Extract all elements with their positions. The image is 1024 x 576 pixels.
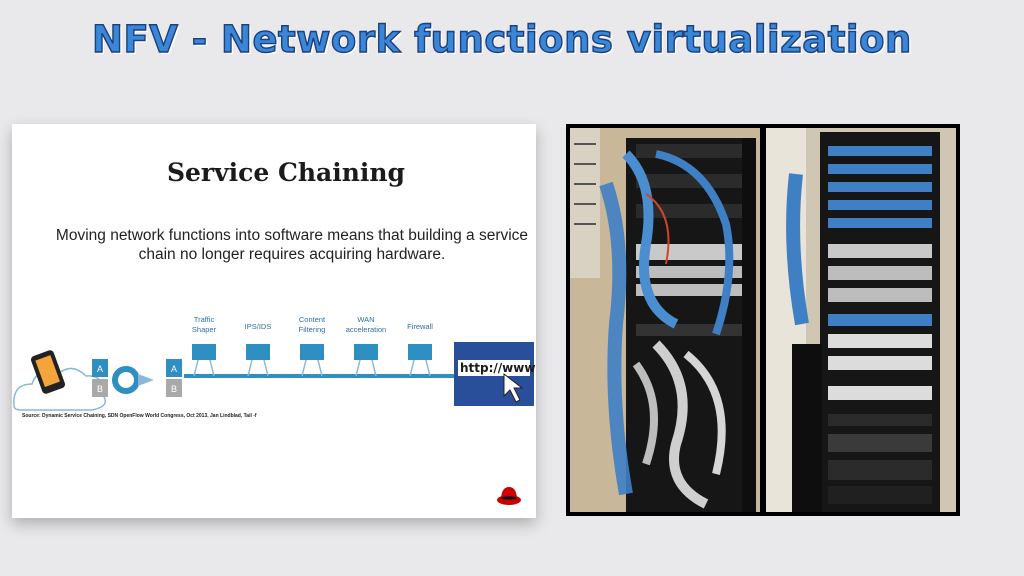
redhat-logo-icon bbox=[497, 487, 521, 505]
function-label-1a: Traffic bbox=[194, 315, 215, 324]
slide-heading: Service Chaining bbox=[166, 158, 406, 187]
box-a-2 bbox=[166, 359, 182, 377]
service-chain-diagram: A B A B Traffic Shaper IPS/IDS Content bbox=[13, 315, 535, 411]
box-a-label-1: A bbox=[97, 364, 103, 374]
slide-source-note: Source: Dynamic Service Chaining, SDN Op… bbox=[22, 413, 257, 419]
slide-title: NFV - Network functions virtualization bbox=[91, 17, 912, 61]
box-b-1 bbox=[92, 379, 108, 397]
function-label-3b: Filtering bbox=[299, 325, 326, 334]
function-label-4b: acceleration bbox=[346, 325, 386, 334]
rack-comparison-image bbox=[570, 124, 956, 516]
function-label-5a: Firewall bbox=[407, 322, 433, 331]
clean-rack-photo bbox=[766, 128, 956, 512]
box-b-label-2: B bbox=[171, 384, 177, 394]
function-label-3a: Content bbox=[299, 315, 326, 324]
box-b-label-1: B bbox=[97, 384, 103, 394]
service-chaining-slide-image: Service Chaining Moving network function… bbox=[12, 124, 536, 518]
circular-arrow-icon bbox=[112, 366, 154, 394]
phone-icon bbox=[31, 350, 65, 394]
cloud-shape bbox=[13, 367, 107, 411]
function-ips-ids: IPS/IDS bbox=[245, 322, 272, 377]
url-text: http://www bbox=[460, 361, 535, 375]
messy-rack-photo bbox=[570, 128, 760, 512]
http-url-image: http://www bbox=[454, 342, 535, 406]
slide-body-text: Moving network functions into software m… bbox=[55, 227, 529, 263]
function-label-1b: Shaper bbox=[192, 325, 217, 334]
cursor-icon bbox=[503, 372, 524, 403]
box-a-label-2: A bbox=[171, 364, 177, 374]
box-b-2 bbox=[166, 379, 182, 397]
function-label-4a: WAN bbox=[357, 315, 374, 324]
function-content-filtering: Content Filtering bbox=[299, 315, 326, 377]
function-traffic-shaper: Traffic Shaper bbox=[192, 315, 217, 377]
function-label-2a: IPS/IDS bbox=[245, 322, 272, 331]
server-rack-photo bbox=[566, 124, 960, 516]
function-wan-acceleration: WAN acceleration bbox=[346, 315, 386, 377]
function-firewall: Firewall bbox=[407, 322, 433, 377]
box-a-1 bbox=[92, 359, 108, 377]
